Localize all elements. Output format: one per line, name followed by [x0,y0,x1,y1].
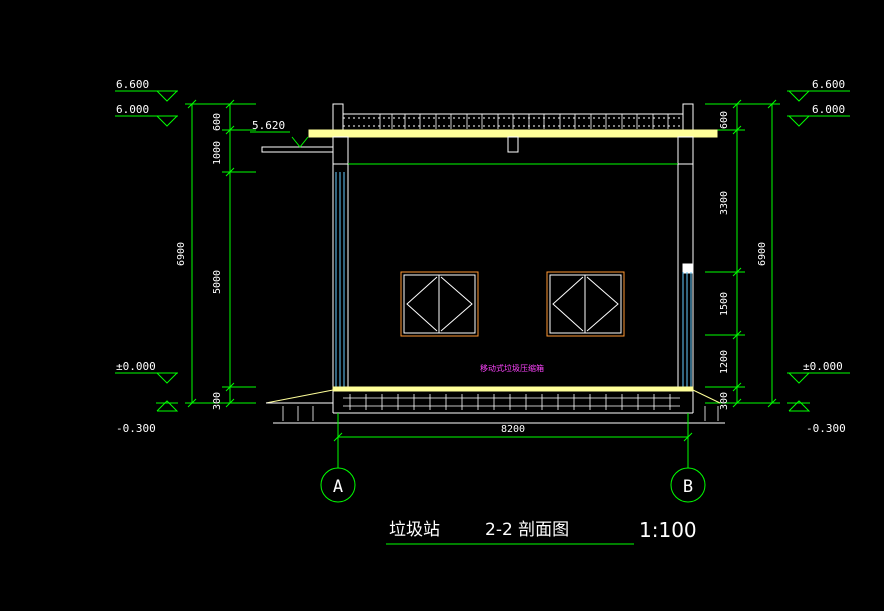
axis-label-b: B [683,477,693,497]
right-dimension-lines [705,99,780,408]
level-label-left-minus0300: -0.300 [116,422,156,435]
equipment-note: 移动式垃圾压缩箱 [480,363,544,373]
right-level-marks [787,90,850,412]
dim-right-300: 300 [719,392,730,410]
level-label-left-6600: 6.600 [116,78,149,91]
level-label-right-6600: 6.600 [812,78,845,91]
walls [332,164,694,390]
door-glazing [335,172,692,388]
axis-bubble-b [670,467,706,503]
axis-bubble-a [320,467,356,503]
dim-left-300: 300 [212,392,223,410]
foundation-hatch [282,394,719,421]
dim-right-1500: 1500 [719,292,730,316]
roof-slab [308,103,718,165]
roof-insulation-hatch [379,114,669,129]
level-label-right-6000: 6.000 [812,103,845,116]
dim-right-3300: 3300 [719,191,730,215]
dim-left-600: 600 [212,113,223,131]
level-label-canopy-5620: 5.620 [252,119,285,132]
level-label-left-0000: ±0.000 [116,360,156,373]
drawing-scale: 1:100 [639,518,697,542]
level-label-left-6000: 6.000 [116,103,149,116]
canopy [250,131,334,153]
left-level-marks [115,90,179,412]
axis-label-a: A [333,477,343,497]
dim-right-600: 600 [719,111,730,129]
dim-left-5000: 5000 [212,270,223,294]
dim-right-6900: 6900 [757,242,768,266]
drawing-section: 2-2 剖面图 [485,520,569,540]
window-right [546,271,625,337]
dim-left-1000: 1000 [212,141,223,165]
window-left [400,271,479,337]
floor-slab [265,386,725,424]
dim-right-1200: 1200 [719,350,730,374]
level-label-right-0000: ±0.000 [803,360,843,373]
left-dimension-lines [185,99,256,408]
drawing-title: 垃圾站 [389,520,440,540]
level-label-right-minus0300: -0.300 [806,422,846,435]
dim-bottom-8200: 8200 [501,424,525,435]
bottom-dimension [333,413,693,468]
dim-left-6900: 6900 [176,242,187,266]
